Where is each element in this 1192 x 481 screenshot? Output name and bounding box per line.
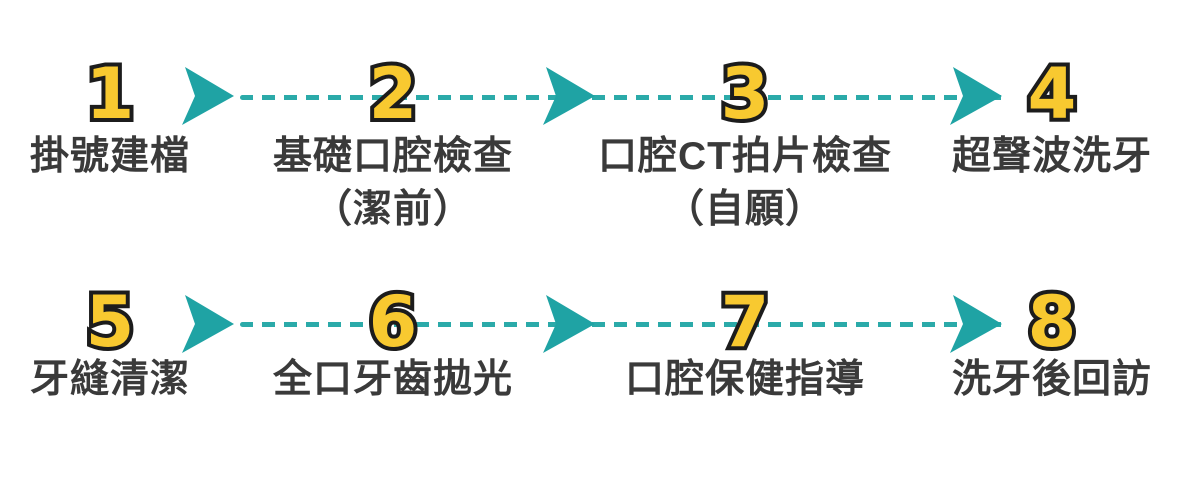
step-2-label: 基礎口腔檢查 （潔前） bbox=[213, 130, 573, 236]
step-1-label: 掛號建檔 bbox=[0, 130, 290, 183]
step-5-label-main: 牙縫清潔 bbox=[29, 358, 190, 401]
step-7-number: 7 bbox=[685, 281, 805, 363]
step-5-label: 牙縫清潔 bbox=[0, 353, 290, 406]
step-3-number: 3 bbox=[685, 53, 805, 135]
step-1-label-main: 掛號建檔 bbox=[29, 135, 190, 178]
step-3-label-main: 口腔CT拍片檢查 bbox=[598, 135, 892, 178]
step-6-label: 全口牙齒拋光 bbox=[213, 353, 573, 406]
step-7-label-main: 口腔保健指導 bbox=[624, 358, 865, 401]
step-6-label-main: 全口牙齒拋光 bbox=[272, 358, 513, 401]
step-2-number: 2 bbox=[333, 53, 453, 135]
dashed-connector-line bbox=[240, 95, 1004, 100]
flow-arrow-icon bbox=[948, 67, 1004, 125]
step-1-number: 1 bbox=[50, 53, 170, 135]
step-6-number: 6 bbox=[333, 281, 453, 363]
flow-arrow-icon bbox=[180, 67, 236, 125]
step-4-label-main: 超聲波洗牙 bbox=[951, 135, 1152, 178]
flow-arrow-icon bbox=[180, 295, 236, 353]
step-5-number: 5 bbox=[50, 281, 170, 363]
flow-arrow-icon bbox=[541, 295, 597, 353]
step-8-label-main: 洗牙後回訪 bbox=[951, 358, 1152, 401]
step-3-label-sub: （自願） bbox=[664, 188, 825, 231]
flow-arrow-icon bbox=[541, 67, 597, 125]
flow-arrow-icon bbox=[948, 295, 1004, 353]
step-8-number: 8 bbox=[992, 281, 1112, 363]
step-3-label: 口腔CT拍片檢查 （自願） bbox=[565, 130, 925, 236]
step-7-label: 口腔保健指導 bbox=[565, 353, 925, 406]
step-4-number: 4 bbox=[992, 53, 1112, 135]
step-4-label: 超聲波洗牙 bbox=[872, 130, 1192, 183]
step-8-label: 洗牙後回訪 bbox=[872, 353, 1192, 406]
step-2-label-main: 基礎口腔檢查 bbox=[272, 135, 513, 178]
dashed-connector-line bbox=[240, 322, 1004, 327]
step-2-label-sub: （潔前） bbox=[312, 188, 473, 231]
